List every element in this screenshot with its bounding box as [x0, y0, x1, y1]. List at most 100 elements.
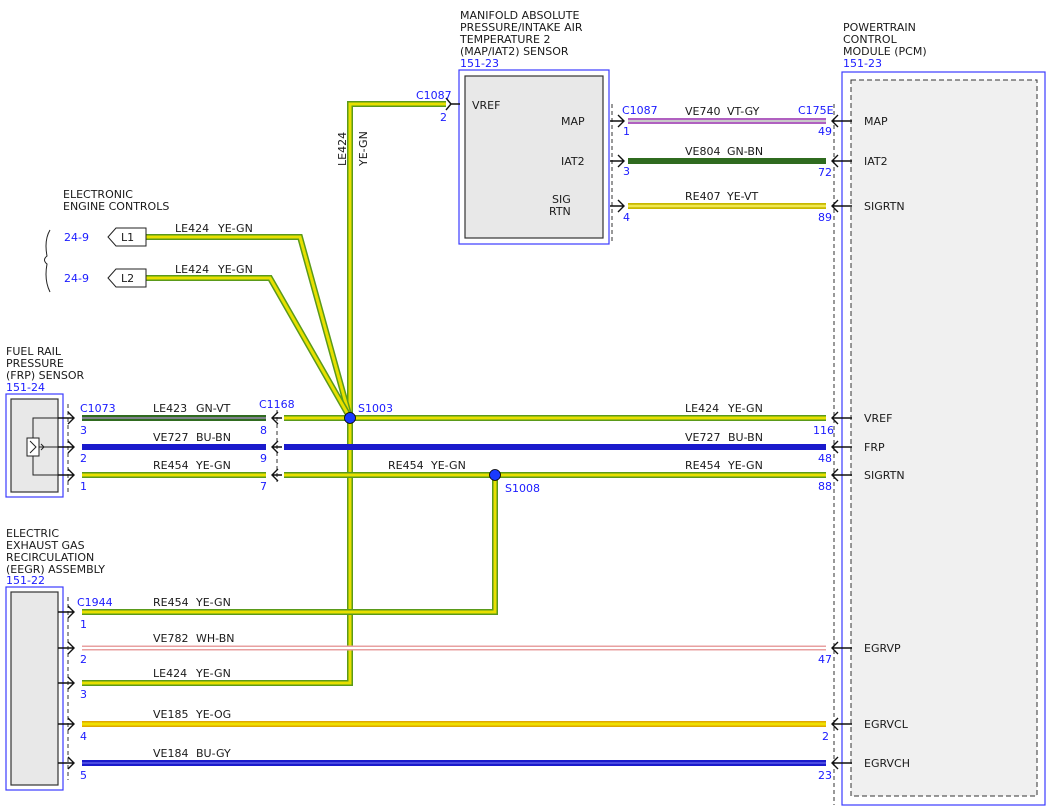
eec-wire-2-circuit: LE424	[175, 263, 209, 276]
wire-label-ve740: VE740	[685, 105, 720, 118]
pcm-pin-egrvch: EGRVCH	[864, 757, 910, 770]
eegr-title-4: (EEGR) ASSEMBLY	[6, 563, 105, 576]
pcm-body	[850, 79, 1038, 797]
eec-wire-1-circuit: LE424	[175, 222, 209, 235]
map-pin-vref: VREF	[472, 99, 500, 112]
connector-c1073[interactable]: C1073	[80, 402, 116, 415]
wire-label-le424-pcm: LE424	[685, 402, 719, 415]
wire-color-eegr-5: BU-GY	[196, 747, 231, 760]
eec-tag-l2[interactable]: L2	[107, 268, 147, 288]
wire-label-re454-left: RE454	[153, 459, 189, 472]
svg-text:L1: L1	[121, 231, 134, 244]
wire-label-re407: RE407	[685, 190, 721, 203]
connector-arrows	[58, 97, 852, 770]
pcm-title-2: CONTROL	[843, 33, 898, 46]
pin-pcm-vref: 116	[813, 424, 834, 437]
map-sensor-title-1: MANIFOLD ABSOLUTE	[460, 9, 579, 22]
wire-label-eegr-5: VE184	[153, 747, 188, 760]
pin-pcm-egrvp: 47	[818, 653, 832, 666]
wire-label-eegr-4: VE185	[153, 708, 188, 721]
pin-pcm-egrvcl: 2	[822, 730, 829, 743]
pin-c1168-2: 9	[260, 452, 267, 465]
connector-c175e[interactable]: C175E	[798, 104, 834, 117]
wire-le424-vertical	[82, 101, 446, 686]
map-sensor-title-2: PRESSURE/INTAKE AIR	[460, 21, 583, 34]
pin-eegr-3: 3	[80, 688, 87, 701]
wire-color-re454-mid: YE-GN	[430, 459, 466, 472]
eec-wire-2-color: YE-GN	[217, 263, 253, 276]
pcm-ref[interactable]: 151-23	[843, 57, 882, 70]
wire-label-eegr-1: RE454	[153, 596, 189, 609]
pin-pcm-iat2: 72	[818, 166, 832, 179]
pcm-outline	[841, 71, 1046, 806]
wire-label-re454-mid: RE454	[388, 459, 424, 472]
eec-ref-1[interactable]: 24-9	[64, 231, 89, 244]
wire-color-ve727-left: BU-BN	[196, 431, 231, 444]
pin-pcm-map: 49	[818, 125, 832, 138]
splice-s1003[interactable]	[344, 412, 356, 424]
pin-c1168-1: 8	[260, 424, 267, 437]
wire-color-re454-left: YE-GN	[195, 459, 231, 472]
wire-label-ve804: VE804	[685, 145, 720, 158]
map-pin-map: MAP	[561, 115, 585, 128]
splice-s1003-label[interactable]: S1003	[358, 402, 393, 415]
map-sensor-title-4: (MAP/IAT2) SENSOR	[460, 45, 569, 58]
wire-color-ve804: GN-BN	[727, 145, 763, 158]
pcm-pin-vref: VREF	[864, 412, 892, 425]
eec-brace	[44, 229, 51, 293]
wire-color-le424-pcm: YE-GN	[727, 402, 763, 415]
map-sensor-outline	[458, 69, 610, 245]
splice-s1008[interactable]	[489, 469, 501, 481]
wire-color-ve740: VT-GY	[727, 105, 760, 118]
pin-eegr-2: 2	[80, 653, 87, 666]
connector-c1944[interactable]: C1944	[77, 596, 113, 609]
pin-map-sig: 4	[623, 211, 630, 224]
wire-label-ve727-left: VE727	[153, 431, 188, 444]
wire-color-re454-pcm: YE-GN	[727, 459, 763, 472]
pcm-pin-sigrtn2: SIGRTN	[864, 469, 905, 482]
pcm-pin-egrvcl: EGRVCL	[864, 718, 909, 731]
wire-color-le423: GN-VT	[196, 402, 231, 415]
eegr-title-2: EXHAUST GAS	[6, 539, 85, 552]
pin-eegr-5: 5	[80, 769, 87, 782]
vertical-wire-circuit: LE424	[336, 132, 349, 166]
wire-color-eegr-2: WH-BN	[196, 632, 235, 645]
pin-eegr-1: 1	[80, 618, 87, 631]
pcm-pin-sigrtn1: SIGRTN	[864, 200, 905, 213]
eec-tag-l1[interactable]: L1	[107, 227, 147, 247]
wire-label-ve727-pcm: VE727	[685, 431, 720, 444]
eegr-body	[10, 591, 59, 786]
pin-pcm-egrvch: 23	[818, 769, 832, 782]
connector-c1087-map[interactable]: C1087	[622, 104, 658, 117]
frp-ref[interactable]: 151-24	[6, 381, 45, 394]
eec-ref-2[interactable]: 24-9	[64, 272, 89, 285]
pin-frp-2: 2	[80, 452, 87, 465]
eec-wire-1-color: YE-GN	[217, 222, 253, 235]
pcm-pin-map: MAP	[864, 115, 888, 128]
wire-eec-l1	[146, 234, 353, 419]
pin-c1168-3: 7	[260, 480, 267, 493]
pin-eegr-4: 4	[80, 730, 87, 743]
connector-c1087-vref[interactable]: C1087	[416, 89, 452, 102]
frp-sensor-symbol	[26, 417, 58, 476]
eegr-title-1: ELECTRIC	[6, 527, 59, 540]
map-sensor-ref[interactable]: 151-23	[460, 57, 499, 70]
eegr-ref[interactable]: 151-22	[6, 574, 45, 587]
frp-sensor-outline	[5, 393, 64, 498]
svg-text:L2: L2	[121, 272, 134, 285]
vertical-wire-color: YE-GN	[357, 131, 370, 167]
map-sensor-title-3: TEMPERATURE 2	[459, 33, 550, 46]
wire-color-ve727-pcm: BU-BN	[728, 431, 763, 444]
pin-frp-1: 3	[80, 424, 87, 437]
wire-re454-s1008	[82, 475, 498, 615]
pcm-pin-frp: FRP	[864, 441, 885, 454]
map-sensor-body	[464, 75, 604, 239]
pin-pcm-sigrtn2: 88	[818, 480, 832, 493]
eegr-title-3: RECIRCULATION	[6, 551, 94, 564]
connector-c1168[interactable]: C1168	[259, 398, 295, 411]
wire-color-eegr-4: YE-OG	[195, 708, 231, 721]
splice-s1008-label[interactable]: S1008	[505, 482, 540, 495]
pin-frp-3: 1	[80, 480, 87, 493]
pin-map-iat2: 3	[623, 165, 630, 178]
